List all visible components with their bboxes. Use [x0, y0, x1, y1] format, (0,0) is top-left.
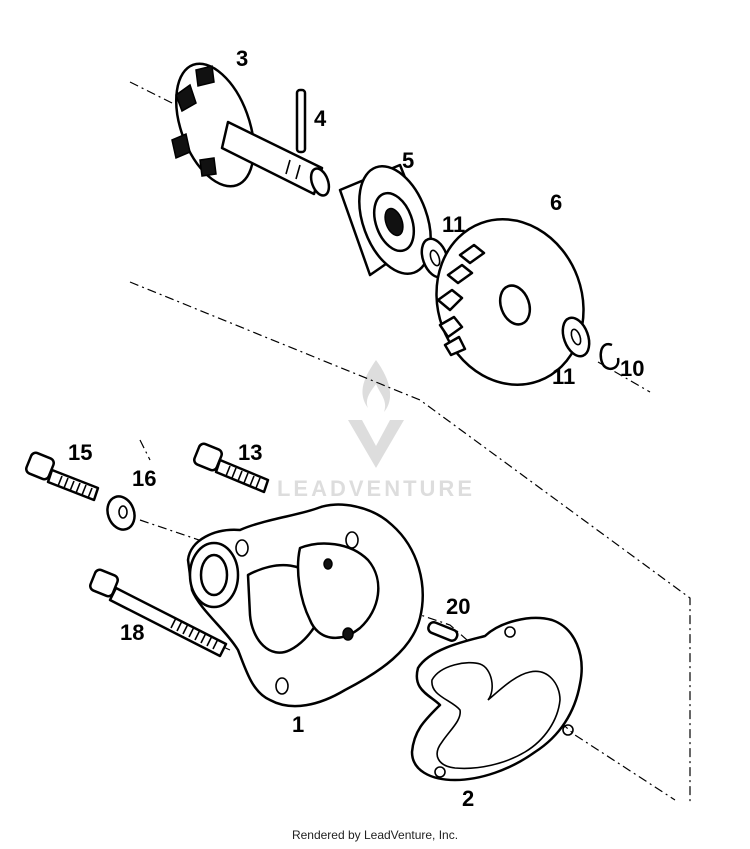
pump-housing: [186, 503, 424, 708]
callout-11-upper: 11: [442, 212, 465, 237]
dowel-pin: [427, 621, 459, 642]
callout-20: 20: [446, 594, 470, 619]
pin: [295, 88, 307, 154]
callout-3: 3: [236, 46, 248, 71]
washer-16: [106, 495, 136, 531]
watermark-brand: LEADVENTURE: [277, 476, 475, 501]
callout-4: 4: [314, 106, 327, 131]
callout-11-lower: 11: [552, 364, 575, 389]
bolt-18: [89, 568, 228, 658]
circlip: [599, 342, 620, 370]
bolt-15: [25, 451, 100, 502]
gear: [435, 218, 585, 386]
bolt-13: [193, 442, 270, 494]
washer-lower: [561, 316, 591, 358]
footer-credit: Rendered by LeadVenture, Inc.: [291, 828, 459, 842]
impeller-shaft: [171, 62, 331, 197]
v-mark-icon: [348, 420, 404, 468]
bearing: [338, 163, 432, 277]
callout-13: 13: [238, 440, 262, 465]
gasket: [410, 616, 583, 782]
flame-icon: [362, 360, 391, 412]
callout-6: 6: [550, 190, 562, 215]
callout-10: 10: [620, 356, 644, 381]
callout-2: 2: [462, 786, 474, 811]
leadventure-watermark: LEADVENTURE: [277, 360, 475, 501]
callout-15: 15: [68, 440, 92, 465]
callout-16: 16: [132, 466, 156, 491]
callout-labels: 3 4 5 6 11 11 10 15 13 16 18 20 1 2: [68, 46, 644, 811]
callout-1: 1: [292, 712, 304, 737]
callout-18: 18: [120, 620, 144, 645]
callout-5: 5: [402, 148, 414, 173]
